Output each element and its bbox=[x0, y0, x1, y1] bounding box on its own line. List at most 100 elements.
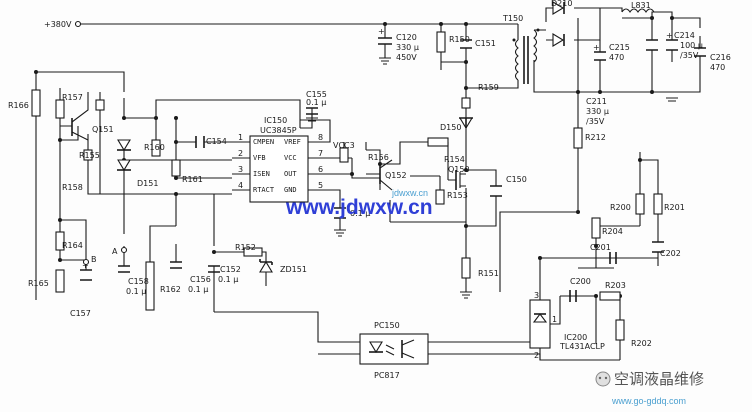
label-t150: T150 bbox=[502, 14, 523, 23]
resistor-r160 bbox=[151, 139, 161, 157]
label-d151: D151 bbox=[137, 179, 158, 188]
ic150-pin-number: 3 bbox=[238, 165, 243, 174]
ic150-pin-name: GND bbox=[284, 186, 297, 194]
ground-secondary bbox=[666, 97, 678, 102]
label-r204: R204 bbox=[602, 227, 623, 236]
label-r203: R203 bbox=[605, 281, 626, 290]
label-c211-rating: /35V bbox=[586, 117, 605, 126]
ic150-pin-number: 2 bbox=[238, 149, 243, 158]
label-ic150-part: UC3845P bbox=[260, 126, 297, 135]
label-pc150: PC150 bbox=[374, 321, 400, 330]
label-ic200: IC200 bbox=[564, 333, 587, 342]
label-c150: C150 bbox=[506, 175, 527, 184]
ic150-pin-number: 6 bbox=[318, 165, 323, 174]
label-q151: Q151 bbox=[92, 125, 114, 134]
resistor-r165 bbox=[55, 269, 65, 293]
label-r166: R166 bbox=[8, 101, 29, 110]
capacitor-c151 bbox=[460, 39, 472, 49]
wire-network bbox=[35, 7, 701, 361]
diode-d151 bbox=[117, 139, 131, 172]
label-c120-value: 330 μ bbox=[396, 43, 419, 52]
svg-text:+: + bbox=[82, 261, 89, 270]
label-c156-value: 0.1 μ bbox=[188, 285, 208, 294]
label-r154: R154 bbox=[444, 155, 465, 164]
capacitor-c156 bbox=[170, 261, 182, 269]
ic150-pin-name: VREF bbox=[284, 138, 301, 146]
optocoupler-pc150 bbox=[359, 333, 429, 365]
label-c152-value: 0.1 μ bbox=[218, 275, 238, 284]
resistor-r153 bbox=[435, 189, 445, 205]
component-labels: +380V T150 D210 L831 C120 330 μ 450V R15… bbox=[8, 0, 731, 380]
resistor-r159 bbox=[461, 97, 471, 109]
resistor-r154 bbox=[427, 137, 449, 147]
transistor-q151 bbox=[60, 92, 89, 141]
label-c158: C158 bbox=[128, 277, 149, 286]
label-r153: R153 bbox=[447, 191, 468, 200]
label-r157: R157 bbox=[62, 93, 83, 102]
resistor-r203 bbox=[599, 291, 621, 301]
transformer-t150 bbox=[512, 28, 540, 84]
capacitor-c214: + bbox=[666, 31, 678, 51]
resistor-r157 bbox=[55, 99, 65, 119]
label-q150: Q150 bbox=[448, 165, 470, 174]
resistor-r201 bbox=[653, 193, 663, 215]
inductor-l831 bbox=[621, 8, 656, 13]
label-node-a: A bbox=[112, 247, 118, 256]
capacitor-c155 bbox=[306, 107, 318, 122]
capacitor-c120: + bbox=[378, 27, 392, 65]
node-a-marker bbox=[120, 246, 128, 254]
capacitor-c215 bbox=[646, 39, 658, 51]
label-c215-value: 470 bbox=[609, 53, 624, 62]
label-r202: R202 bbox=[631, 339, 652, 348]
node-b-marker bbox=[82, 258, 90, 266]
resistor-r202 bbox=[615, 319, 625, 341]
capacitor-c200 bbox=[569, 290, 577, 302]
ic150-pin-name: VCC bbox=[284, 154, 297, 162]
label-r161: R161 bbox=[182, 175, 203, 184]
diode-d150 bbox=[459, 117, 473, 136]
label-ic200-pin2: 2 bbox=[534, 351, 539, 360]
resistor-r151 bbox=[461, 257, 471, 279]
ic150-pin-number: 8 bbox=[318, 133, 323, 142]
label-c154: C154 bbox=[206, 137, 227, 146]
resistor-r200 bbox=[635, 193, 645, 215]
resistor-r166 bbox=[31, 89, 41, 117]
label-c158-value: 0.1 μ bbox=[126, 287, 146, 296]
label-r212: R212 bbox=[585, 133, 606, 142]
watermark-url: www.go-gddq.com bbox=[611, 396, 686, 406]
ic150-pin-name: CMPEN bbox=[253, 138, 274, 146]
ic150-pin-number: 7 bbox=[318, 149, 323, 158]
capacitor-c154 bbox=[195, 136, 205, 148]
label-c211-value: 330 μ bbox=[586, 107, 609, 116]
ic200-shunt-regulator bbox=[529, 296, 561, 349]
watermark-brand-logo bbox=[595, 371, 611, 387]
label-r150: R150 bbox=[449, 35, 470, 44]
label-c155: C155 bbox=[306, 90, 327, 99]
label-input: +380V bbox=[44, 20, 72, 29]
ground-r151 bbox=[460, 291, 472, 299]
label-r160: R160 bbox=[144, 143, 165, 152]
label-d150: D150 bbox=[440, 123, 461, 132]
resistor-r162 bbox=[145, 261, 155, 311]
capacitor-c211: + bbox=[593, 43, 606, 61]
label-c155-value: 0.1 μ bbox=[306, 98, 326, 107]
capacitor-c201 bbox=[609, 252, 617, 264]
svg-text:+: + bbox=[666, 31, 673, 40]
svg-text:+: + bbox=[378, 27, 385, 36]
label-r156: R156 bbox=[368, 153, 389, 162]
label-ic200-pin3: 3 bbox=[534, 291, 539, 300]
label-d210: D210 bbox=[551, 0, 572, 8]
resistor-r164 bbox=[55, 231, 65, 251]
label-r159: R159 bbox=[478, 83, 499, 92]
label-q152: Q152 bbox=[385, 171, 407, 180]
zener-zd151 bbox=[259, 259, 273, 273]
svg-text:+: + bbox=[593, 43, 600, 52]
label-r158: R158 bbox=[62, 183, 83, 192]
label-r164: R164 bbox=[62, 241, 83, 250]
label-c120-rating: 450V bbox=[396, 53, 417, 62]
resistor-r152 bbox=[243, 247, 263, 257]
label-zd151: ZD151 bbox=[280, 265, 307, 274]
label-node-b: B bbox=[91, 255, 97, 264]
